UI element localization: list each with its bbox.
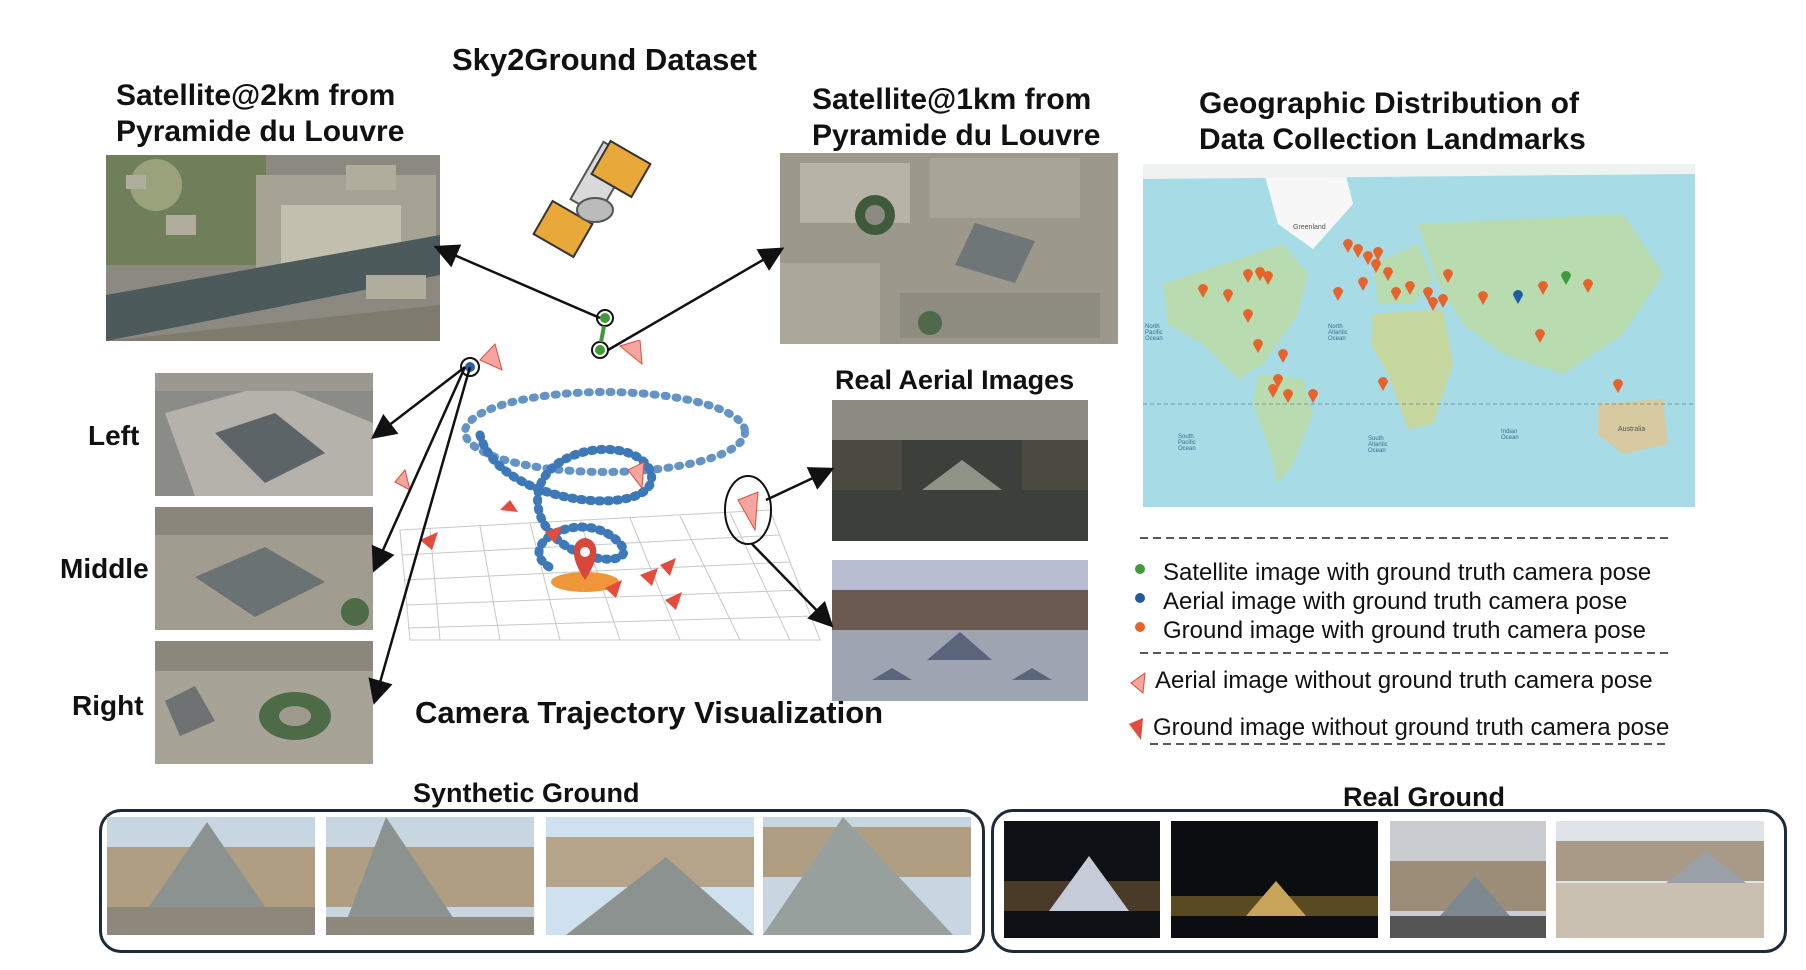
real-ground-image	[1004, 821, 1160, 938]
legend-dot-blue-icon	[1135, 593, 1145, 603]
real-aerial-title: Real Aerial Images	[835, 365, 1075, 395]
map-pin-ground	[1255, 267, 1265, 281]
map-pin-ground	[1268, 384, 1278, 398]
legend-dot-orange-icon	[1135, 622, 1145, 632]
legend-divider-top	[1140, 537, 1670, 539]
map-pin-ground	[1583, 279, 1593, 293]
real-ground-panel	[991, 809, 1787, 953]
map-pin-ground	[1353, 244, 1363, 258]
aerial-right-label: Right	[72, 690, 144, 721]
map-pin-ground	[1273, 374, 1283, 388]
legend-aerial-text: Aerial image with ground truth camera po…	[1163, 588, 1628, 615]
satellite-1km-image	[780, 153, 1118, 344]
map-pin-ground	[1358, 277, 1368, 291]
satellite-1km-title: Satellite@1km from Pyramide du Louvre	[812, 82, 1100, 154]
aerial-cone-icon	[1130, 671, 1146, 694]
map-pin-ground	[1253, 339, 1263, 353]
map-label-greenland: Greenland	[1293, 224, 1326, 231]
trajectory-visualization	[394, 340, 821, 641]
satellite-2km-image	[106, 155, 440, 341]
map-pin-ground	[1391, 287, 1401, 301]
map-pin-ground	[1243, 309, 1253, 323]
synthetic-ground-image	[546, 817, 754, 935]
map-pin-ground	[1283, 389, 1293, 403]
aerial-left-label: Left	[88, 420, 140, 451]
world-map: Greenland North Pacific Ocean North Atla…	[1143, 164, 1695, 507]
legend-aerial-no-pose-text: Aerial image without ground truth camera…	[1155, 667, 1653, 694]
geo-distribution-title: Geographic Distribution of Data Collecti…	[1199, 86, 1586, 158]
map-pin-ground	[1443, 269, 1453, 283]
map-pin-ground	[1378, 377, 1388, 391]
map-pin-ground	[1405, 281, 1415, 295]
dataset-title: Sky2Ground Dataset	[452, 42, 757, 77]
map-label-indian: Indian Ocean	[1501, 429, 1519, 441]
synthetic-ground-image	[107, 817, 315, 935]
map-pin-ground	[1423, 287, 1433, 301]
map-pin-ground	[1538, 281, 1548, 295]
map-pin-ground	[1278, 349, 1288, 363]
real-aerial-image-2	[832, 560, 1088, 701]
map-pin-ground	[1383, 267, 1393, 281]
synthetic-ground-image	[326, 817, 534, 935]
map-pin-ground	[1428, 297, 1438, 311]
aerial-right-image	[155, 641, 373, 764]
map-pin-ground	[1343, 239, 1353, 253]
map-pin-ground	[1243, 269, 1253, 283]
map-pin-aerial	[1513, 290, 1523, 304]
satellite-2km-title: Satellite@2km from Pyramide du Louvre	[116, 78, 404, 150]
map-pin-ground	[1373, 247, 1383, 261]
map-pin-ground	[1613, 379, 1623, 393]
map-pin-ground	[1263, 271, 1273, 285]
real-ground-title: Real Ground	[1343, 782, 1506, 812]
aerial-middle-image	[155, 507, 373, 630]
satellite-2km-title-text: Satellite@2km from Pyramide du Louvre	[116, 79, 405, 148]
map-pin-ground	[1333, 287, 1343, 301]
real-ground-image	[1556, 821, 1764, 938]
map-label-north-atlantic: North Atlantic Ocean	[1328, 324, 1348, 342]
map-label-north-pacific: North Pacific Ocean	[1145, 324, 1163, 342]
map-pin-ground	[1371, 259, 1381, 273]
map-label-south-pacific: South Pacific Ocean	[1178, 434, 1196, 452]
legend-ground-text: Ground image with ground truth camera po…	[1163, 617, 1646, 644]
map-pin-ground	[1478, 291, 1488, 305]
map-pin-ground	[1223, 289, 1233, 303]
map-pin-ground	[1438, 294, 1448, 308]
synthetic-ground-panel	[99, 809, 985, 953]
map-pin-ground	[1535, 329, 1545, 343]
legend-satellite-text: Satellite image with ground truth camera…	[1163, 559, 1652, 586]
map-pins	[1198, 239, 1623, 403]
real-ground-image	[1171, 821, 1378, 938]
trajectory-title: Camera Trajectory Visualization	[415, 695, 884, 730]
synthetic-ground-image	[763, 817, 971, 935]
satellite-icon	[532, 139, 652, 259]
synthetic-ground-title: Synthetic Ground	[413, 778, 640, 808]
legend-divider-middle	[1140, 652, 1670, 654]
aerial-left-image	[155, 373, 373, 496]
real-ground-image	[1390, 821, 1546, 938]
map-label-australia: Australia	[1618, 426, 1646, 433]
ground-cone-icon	[1129, 718, 1143, 740]
aerial-middle-label: Middle	[60, 553, 149, 584]
legend-ground-no-pose-text: Ground image without ground truth camera…	[1153, 714, 1670, 741]
map-pin-ground	[1363, 251, 1373, 265]
map-pin-ground	[1198, 284, 1208, 298]
legend-divider-bottom	[1150, 743, 1670, 745]
map-pin-ground	[1308, 389, 1318, 403]
real-aerial-image-1	[832, 400, 1088, 541]
map-label-south-atlantic: South Atlantic Ocean	[1368, 436, 1388, 454]
geo-distribution-title-text: Geographic Distribution of Data Collecti…	[1199, 87, 1586, 156]
satellite-1km-title-text: Satellite@1km from Pyramide du Louvre	[812, 83, 1101, 152]
map-pin-satellite	[1561, 271, 1571, 285]
legend-dot-green-icon	[1135, 564, 1145, 574]
